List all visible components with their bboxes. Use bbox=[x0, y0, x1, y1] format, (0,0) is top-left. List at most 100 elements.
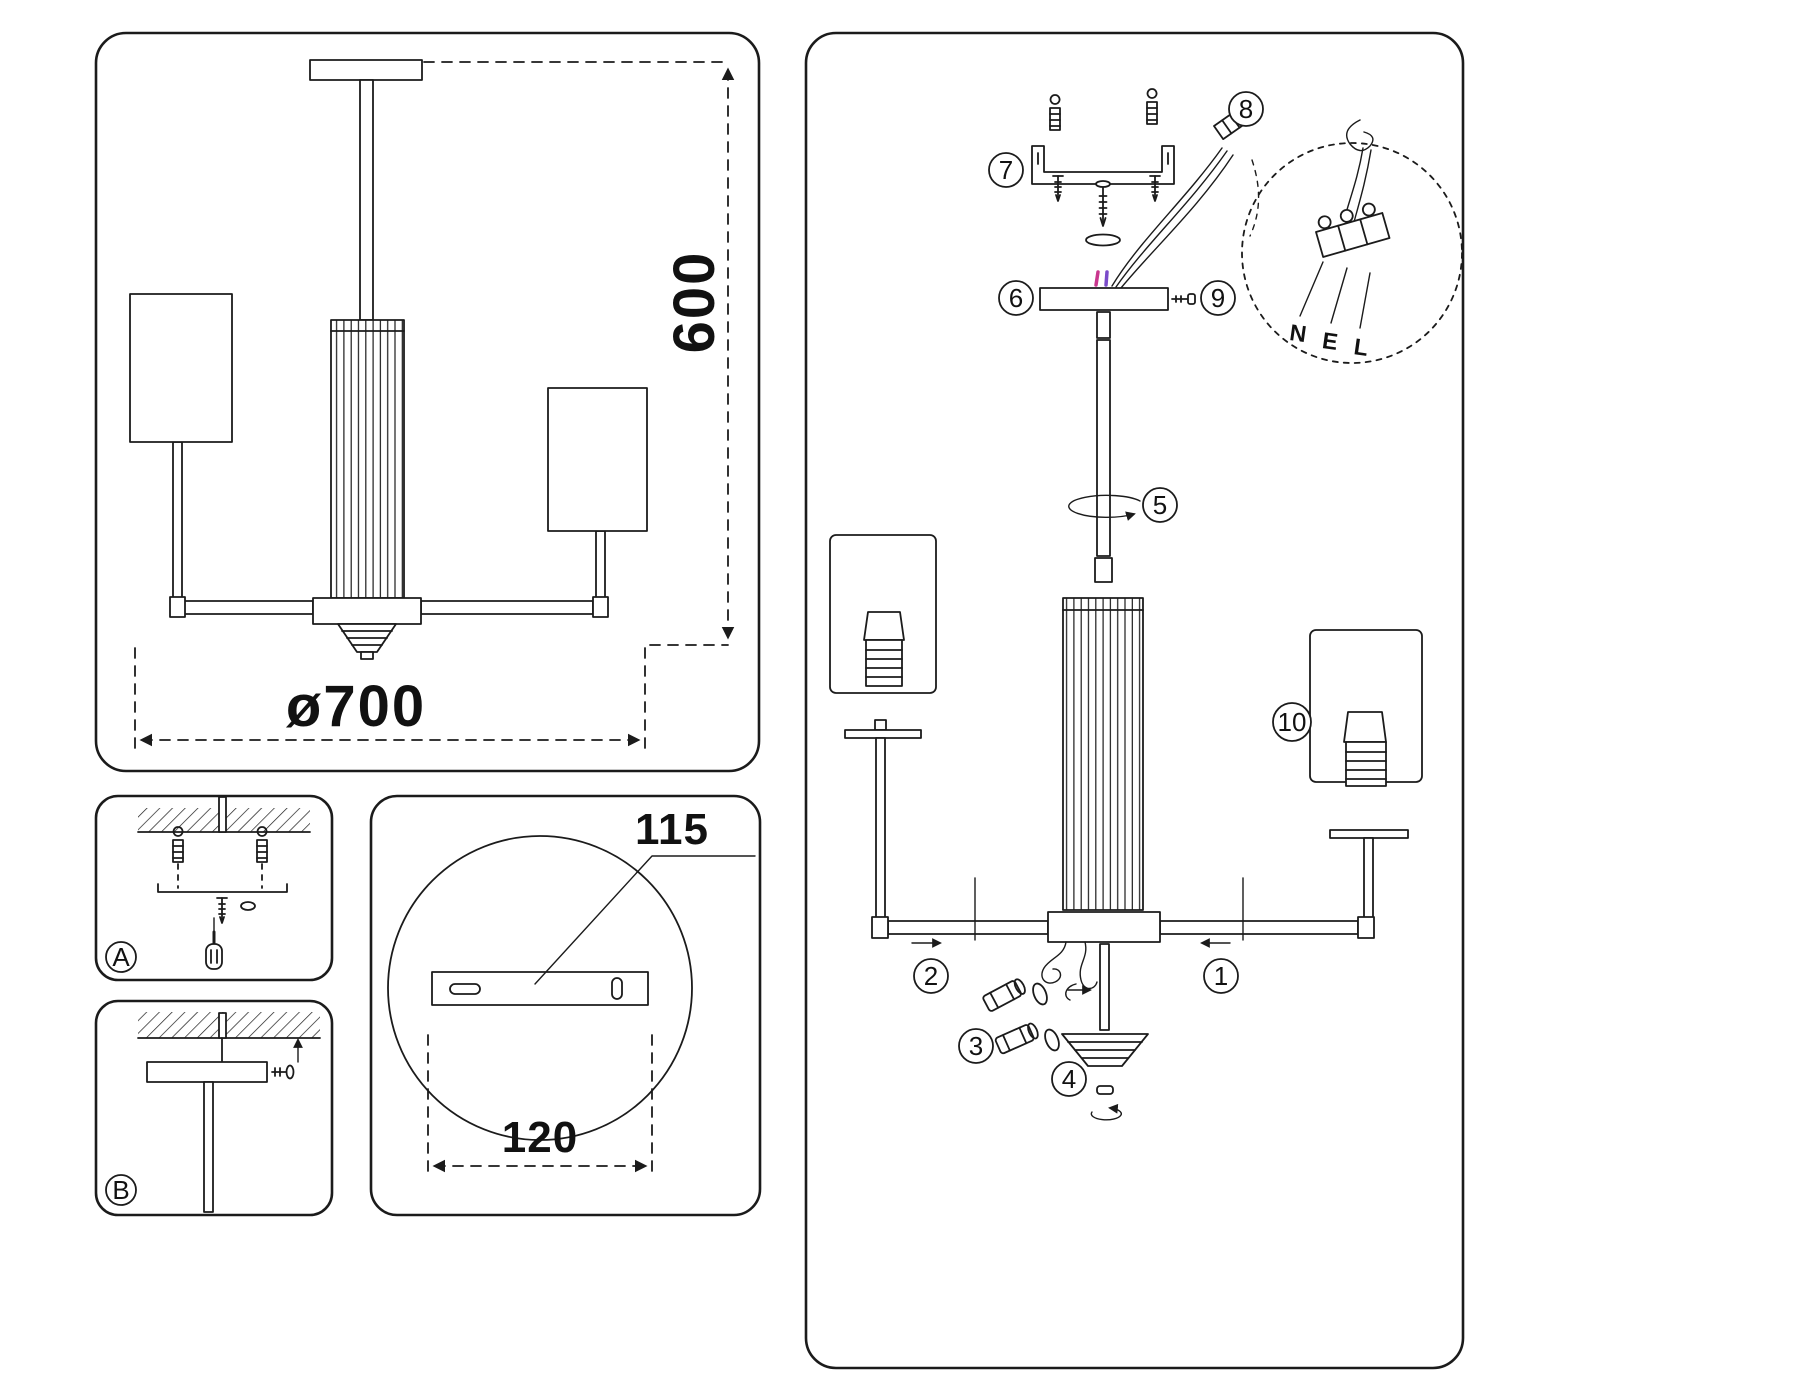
socket-parts bbox=[981, 941, 1098, 1056]
screwdriver-icon bbox=[205, 917, 223, 970]
step-1-badge bbox=[1203, 958, 1239, 994]
lamp-socket-icon bbox=[993, 1020, 1041, 1056]
step-7-label: 7 bbox=[999, 155, 1013, 185]
wire-e-label: E bbox=[1321, 327, 1340, 355]
panel-a-label: A bbox=[112, 942, 130, 972]
panel-a-content: A bbox=[105, 796, 311, 973]
right-lamp-assembly bbox=[1309, 629, 1423, 919]
wire-n-label: N bbox=[1288, 319, 1308, 347]
step-5-label: 5 bbox=[1153, 490, 1167, 520]
bracket-slot-left bbox=[449, 983, 481, 995]
overview-chandelier-drawing bbox=[129, 59, 648, 660]
step-8-label: 8 bbox=[1239, 94, 1253, 124]
right-flange bbox=[1329, 829, 1409, 839]
canopy-length-label: 115 bbox=[635, 805, 709, 854]
step-3-label: 3 bbox=[969, 1031, 983, 1061]
overview-dimensions: 600 ø700 bbox=[134, 61, 735, 753]
ceiling-bracket-assembly bbox=[1031, 88, 1175, 247]
left-arm-end bbox=[871, 916, 889, 939]
exploded-assembly: N E L bbox=[829, 88, 1463, 1121]
left-lamp-stem bbox=[172, 441, 183, 599]
mounting-bar bbox=[157, 883, 288, 893]
finial-assembly bbox=[1061, 943, 1149, 1121]
ceiling-hatch bbox=[138, 1012, 320, 1038]
canopy-width-label: 120 bbox=[502, 1113, 578, 1162]
bracket-slot-right bbox=[611, 977, 623, 1000]
step-5-badge bbox=[1142, 487, 1178, 523]
down-rod bbox=[203, 1081, 214, 1213]
left-lamp-assembly bbox=[829, 534, 937, 919]
hub bbox=[1047, 911, 1161, 943]
center-column bbox=[1062, 597, 1144, 911]
right-shade bbox=[547, 387, 648, 532]
canopy-screw-icon bbox=[1171, 293, 1196, 305]
left-stem bbox=[875, 737, 886, 919]
rod-coupler bbox=[1096, 311, 1111, 339]
ceiling-cup-washer bbox=[1085, 233, 1121, 247]
wall-anchor-icon bbox=[1049, 94, 1061, 131]
step-10-label: 10 bbox=[1278, 707, 1307, 737]
step-10-badge bbox=[1272, 702, 1312, 742]
canopy-panel-border bbox=[369, 794, 762, 1217]
twist-arrow bbox=[1090, 1103, 1122, 1121]
wire-end-purple bbox=[1104, 270, 1109, 287]
mounting-bracket bbox=[1031, 145, 1175, 185]
wire-connector-assembly bbox=[1111, 107, 1260, 289]
mounting-bracket bbox=[431, 971, 649, 1006]
rotate-arrow bbox=[1068, 494, 1141, 521]
panel-a-border bbox=[94, 794, 334, 982]
step-8-badge bbox=[1228, 91, 1264, 127]
step-9-badge bbox=[1200, 280, 1236, 316]
assembly-panel-border bbox=[804, 31, 1465, 1370]
center-column bbox=[330, 319, 405, 599]
left-flange bbox=[844, 729, 922, 739]
panel-b-border bbox=[94, 999, 334, 1217]
step-badges: 7 8 6 9 5 10 2 1 3 4 bbox=[913, 91, 1312, 1097]
left-shade bbox=[129, 293, 233, 443]
step-1-label: 1 bbox=[1214, 961, 1228, 991]
wire-end-pink bbox=[1094, 270, 1100, 287]
step-3-badge bbox=[958, 1028, 994, 1064]
step-6-label: 6 bbox=[1009, 283, 1023, 313]
wire-l-label: L bbox=[1352, 333, 1370, 361]
canopy-circle bbox=[387, 835, 693, 1141]
suspension-rod bbox=[1096, 339, 1111, 557]
socket-ring bbox=[1032, 982, 1048, 1006]
side-screw-icon bbox=[271, 1064, 295, 1080]
dimension-diameter-label: ø700 bbox=[286, 674, 426, 739]
left-arm bbox=[183, 600, 314, 615]
overview-panel-border bbox=[94, 31, 761, 773]
wiring-detail: N E L bbox=[1241, 119, 1463, 364]
left-arm-end bbox=[169, 596, 186, 618]
screw-icon bbox=[216, 897, 228, 924]
panel-b-label: B bbox=[112, 1175, 129, 1205]
hub bbox=[312, 597, 422, 625]
right-arm bbox=[420, 600, 594, 615]
step-9-label: 9 bbox=[1211, 283, 1225, 313]
canopy-detail-content: 115 120 bbox=[387, 805, 756, 1176]
detail-circle bbox=[1241, 142, 1463, 364]
ceiling-pin bbox=[218, 1012, 227, 1039]
step-7-badge bbox=[988, 152, 1024, 188]
panel-b-content: B bbox=[105, 1012, 321, 1213]
left-arm bbox=[887, 920, 1049, 935]
wall-anchor-icon bbox=[1146, 88, 1158, 125]
step-4-label: 4 bbox=[1062, 1064, 1076, 1094]
right-arm bbox=[1159, 920, 1359, 935]
finial-tube bbox=[1099, 943, 1110, 1031]
washer-icon bbox=[240, 901, 256, 911]
down-rod bbox=[359, 79, 374, 321]
ceiling-plate bbox=[309, 59, 423, 81]
step-4-badge bbox=[1051, 1061, 1087, 1097]
right-arm-end bbox=[592, 596, 609, 618]
terminal-block-icon bbox=[1315, 202, 1391, 258]
leader-line bbox=[534, 855, 756, 985]
panel-borders bbox=[94, 31, 1465, 1370]
bottom-finial bbox=[337, 623, 397, 660]
panel-b-badge bbox=[105, 1174, 137, 1206]
rod-joint bbox=[1094, 557, 1113, 583]
lamp-socket-icon bbox=[981, 976, 1029, 1013]
canopy-bar bbox=[1039, 287, 1169, 311]
socket-ring bbox=[1044, 1028, 1060, 1052]
